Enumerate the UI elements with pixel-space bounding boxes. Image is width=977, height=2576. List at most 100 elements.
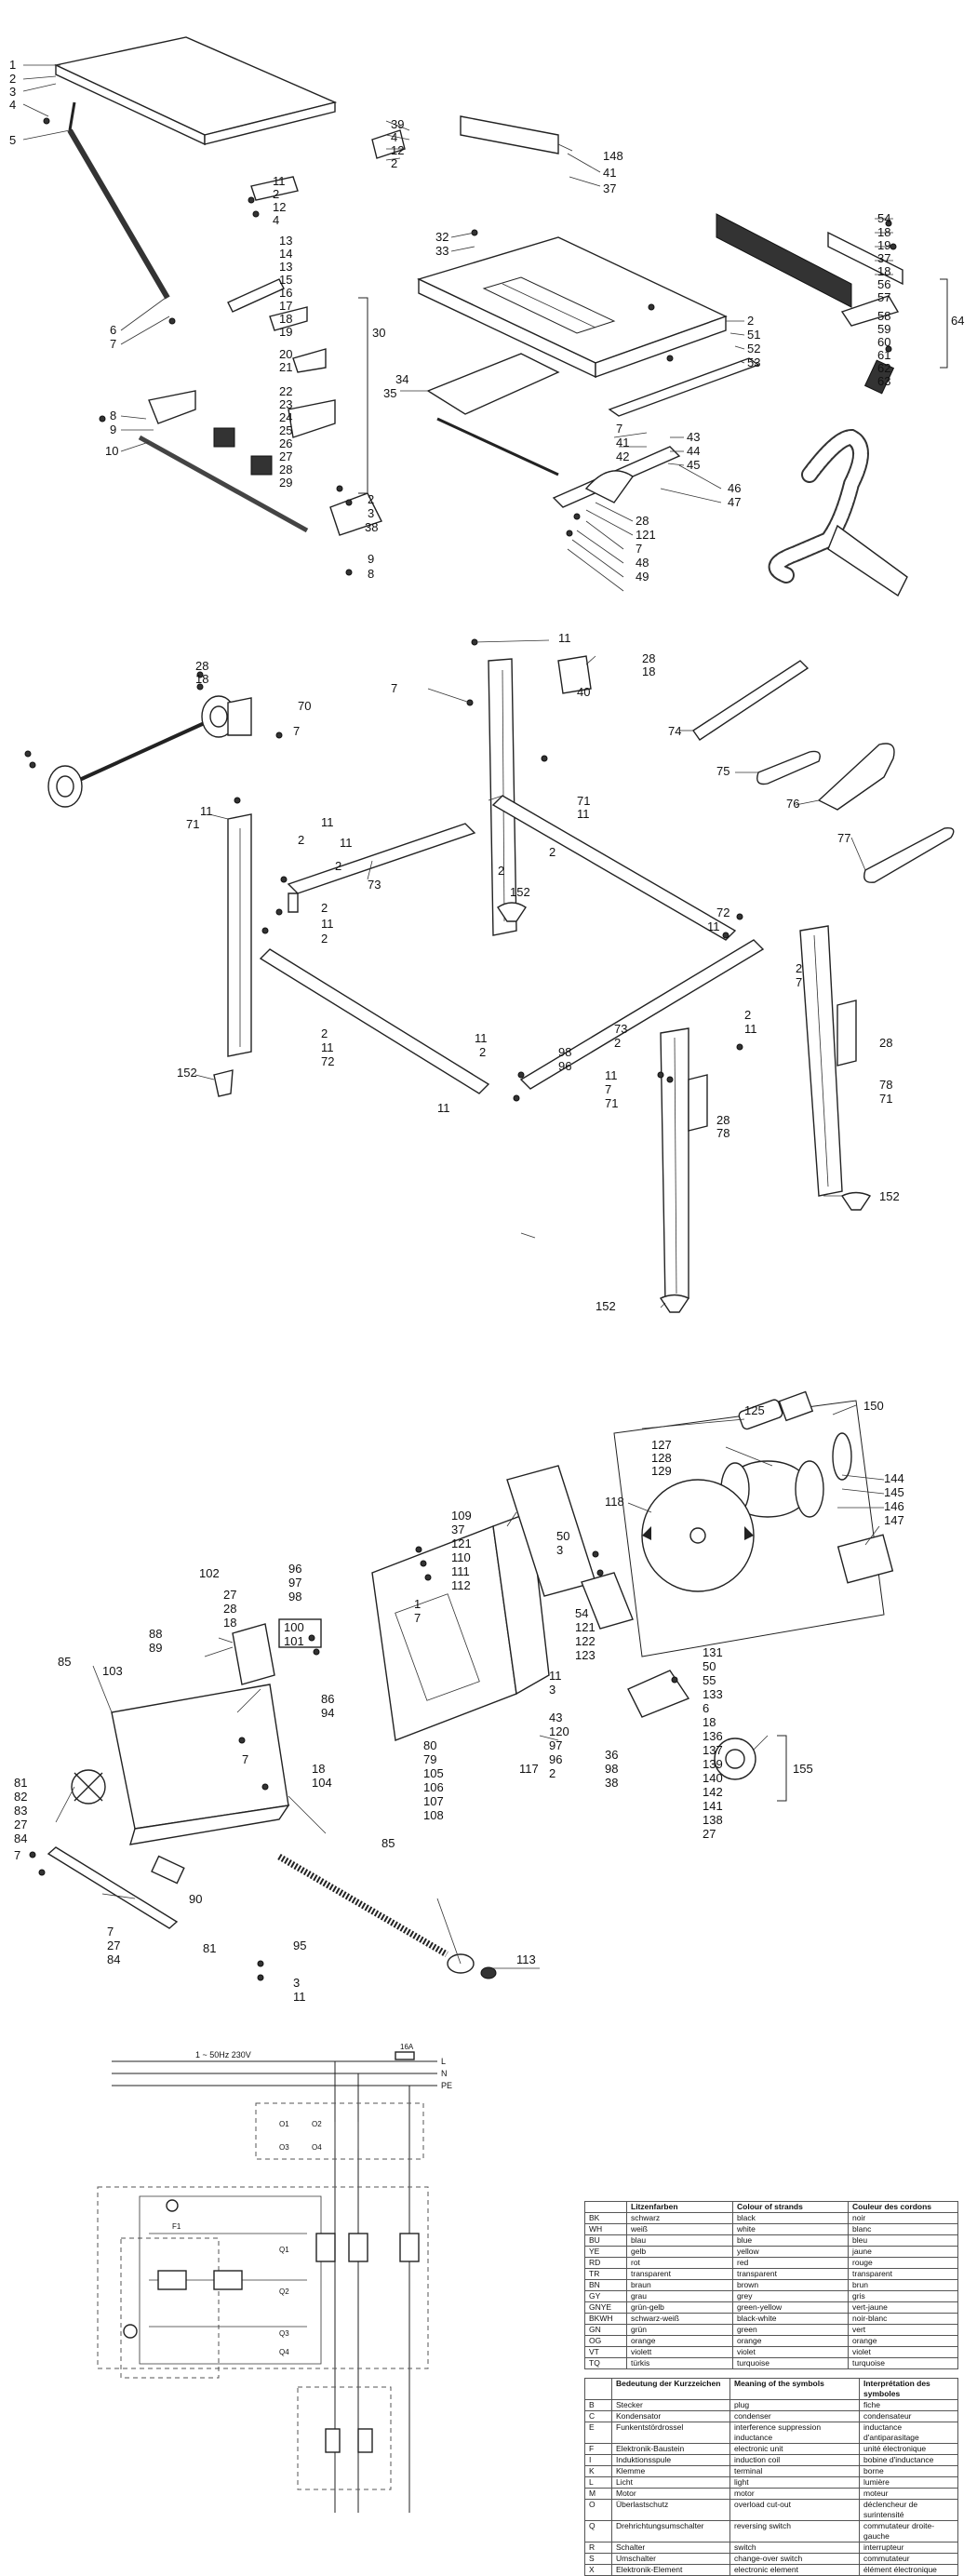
svg-text:18: 18 [703, 1715, 716, 1729]
svg-text:120: 120 [549, 1724, 569, 1738]
svg-text:43: 43 [687, 430, 700, 444]
symbol-row-cell: interrupteur [859, 2542, 958, 2554]
svg-text:82: 82 [14, 1790, 27, 1804]
svg-text:53: 53 [747, 356, 760, 369]
svg-text:121: 121 [636, 528, 656, 542]
symbol-row-cell: fiche [859, 2399, 958, 2411]
symbol-row-cell: terminal [729, 2465, 860, 2477]
svg-text:22: 22 [279, 384, 292, 398]
svg-text:55: 55 [703, 1673, 716, 1687]
svg-text:64: 64 [951, 314, 964, 328]
symbol-row-cell: Überlastschutz [611, 2499, 730, 2521]
symbol-row-cell: electronic element [729, 2564, 860, 2576]
symbol-row-cell: Elektronik-Element [611, 2564, 730, 2576]
symbol-row-cell: K [584, 2465, 612, 2477]
symbol-row-cell: induction coil [729, 2454, 860, 2466]
svg-text:37: 37 [451, 1523, 464, 1536]
svg-text:141: 141 [703, 1799, 723, 1813]
colour-row-cell: transparent [626, 2268, 733, 2280]
svg-text:24: 24 [279, 410, 292, 424]
svg-text:27: 27 [107, 1939, 120, 1952]
svg-text:N: N [441, 2069, 448, 2078]
symbol-row-cell: condensateur [859, 2410, 958, 2422]
svg-text:73: 73 [368, 878, 381, 892]
svg-text:18: 18 [279, 312, 292, 326]
svg-text:2: 2 [321, 932, 328, 946]
svg-text:101: 101 [284, 1634, 304, 1648]
svg-text:104: 104 [312, 1776, 332, 1790]
svg-text:54: 54 [877, 211, 890, 225]
colour-row-cell: brun [848, 2279, 958, 2291]
svg-text:98: 98 [605, 1762, 618, 1776]
svg-text:129: 129 [651, 1464, 672, 1478]
svg-text:41: 41 [603, 166, 616, 180]
svg-text:13: 13 [279, 260, 292, 274]
svg-text:11: 11 [200, 804, 213, 818]
svg-text:30: 30 [372, 326, 385, 340]
colour-legend-table: Litzenfarben Colour of strands Couleur d… [584, 2201, 958, 2369]
svg-text:98: 98 [288, 1590, 301, 1603]
svg-text:9: 9 [368, 552, 374, 566]
svg-text:18: 18 [312, 1762, 325, 1776]
svg-text:2: 2 [368, 492, 374, 506]
colour-row-cell: OG [584, 2335, 627, 2347]
colour-row-cell: grün-gelb [626, 2301, 733, 2314]
colour-row-cell: violet [848, 2346, 958, 2358]
symbol-row-cell: Q [584, 2520, 612, 2542]
svg-text:113: 113 [516, 1952, 536, 1966]
svg-text:43: 43 [549, 1711, 562, 1724]
svg-text:37: 37 [603, 181, 616, 195]
svg-text:47: 47 [728, 495, 741, 509]
svg-text:7: 7 [110, 337, 116, 351]
svg-text:39: 39 [391, 117, 404, 131]
symbol-row-cell: light [729, 2476, 860, 2489]
svg-text:14: 14 [279, 247, 292, 261]
svg-text:63: 63 [877, 374, 890, 388]
svg-text:28: 28 [879, 1036, 892, 1050]
svg-text:121: 121 [451, 1536, 472, 1550]
svg-text:142: 142 [703, 1785, 723, 1799]
colour-row-cell: TR [584, 2268, 627, 2280]
colour-row-cell: BKWH [584, 2313, 627, 2325]
svg-text:28: 28 [636, 514, 649, 528]
svg-text:29: 29 [279, 476, 292, 490]
svg-text:11: 11 [293, 1990, 306, 2004]
symbol-row-cell: interference suppression inductance [729, 2422, 860, 2444]
svg-text:37: 37 [877, 251, 890, 265]
svg-text:2: 2 [549, 845, 555, 859]
svg-text:21: 21 [279, 360, 292, 374]
svg-text:38: 38 [605, 1776, 618, 1790]
colour-row-cell: WH [584, 2223, 627, 2235]
colour-row-cell: blau [626, 2234, 733, 2247]
svg-text:28: 28 [716, 1113, 729, 1127]
colour-row-cell: red [732, 2257, 849, 2269]
svg-text:96: 96 [558, 1059, 571, 1073]
svg-text:3: 3 [368, 506, 374, 520]
svg-text:7: 7 [14, 1848, 20, 1862]
svg-text:11: 11 [744, 1022, 757, 1036]
symbol-row-cell: lumière [859, 2476, 958, 2489]
svg-text:45: 45 [687, 458, 700, 472]
svg-text:147: 147 [884, 1513, 904, 1527]
symbol-row-cell: plug [729, 2399, 860, 2411]
svg-text:4: 4 [391, 130, 397, 144]
svg-text:50: 50 [556, 1529, 569, 1543]
symbol-row-cell: Elektronik-Baustein [611, 2443, 730, 2455]
svg-text:O1: O1 [279, 2120, 289, 2128]
svg-text:40: 40 [577, 685, 590, 699]
svg-text:48: 48 [636, 556, 649, 570]
svg-text:O4: O4 [312, 2143, 322, 2152]
svg-text:26: 26 [279, 436, 292, 450]
svg-text:20: 20 [279, 347, 292, 361]
svg-text:139: 139 [703, 1757, 723, 1771]
colour-row-cell: brown [732, 2279, 849, 2291]
